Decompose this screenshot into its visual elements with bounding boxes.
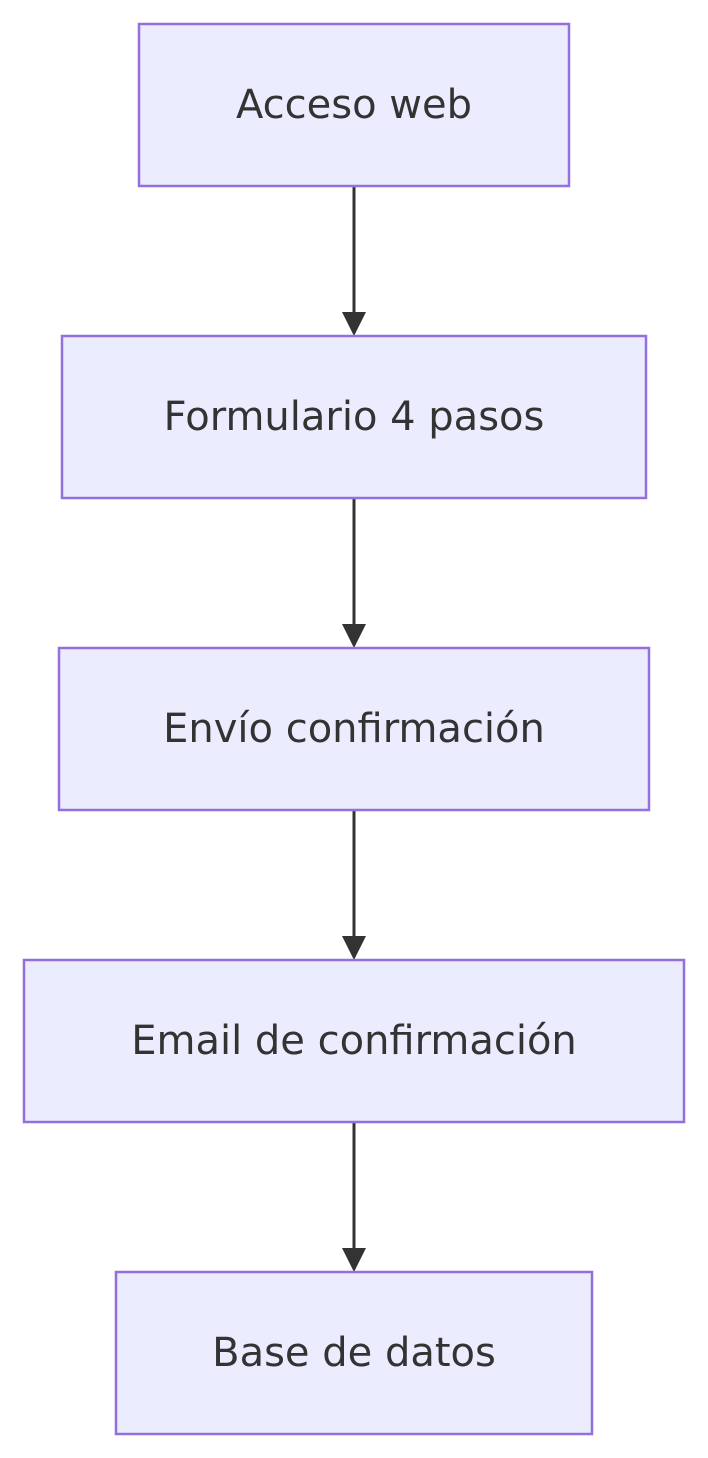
edge-formulario-to-envio xyxy=(342,498,366,648)
node-label: Email de confirmación xyxy=(131,1018,577,1064)
node-acceso-web: Acceso web xyxy=(137,22,571,188)
node-envio-confirmacion: Envío confirmación xyxy=(57,646,651,812)
node-formulario-4-pasos: Formulario 4 pasos xyxy=(60,334,648,500)
node-label: Envío confirmación xyxy=(163,706,545,752)
node-box xyxy=(114,1270,594,1436)
node-box xyxy=(137,22,571,188)
node-base-de-datos: Base de datos xyxy=(114,1270,594,1436)
node-label: Base de datos xyxy=(212,1330,496,1376)
arrowhead-icon xyxy=(342,1248,366,1272)
arrowhead-icon xyxy=(342,624,366,648)
arrowhead-icon xyxy=(342,312,366,336)
edge-envio-to-email xyxy=(342,810,366,960)
edge-email-to-base xyxy=(342,1122,366,1272)
node-box xyxy=(60,334,648,500)
node-email-de-confirmacion: Email de confirmación xyxy=(22,958,686,1124)
arrowhead-icon xyxy=(342,936,366,960)
edge-acceso-to-formulario xyxy=(342,186,366,336)
node-box xyxy=(57,646,651,812)
node-label: Formulario 4 pasos xyxy=(164,394,545,440)
node-box xyxy=(22,958,686,1124)
node-label: Acceso web xyxy=(236,82,472,128)
